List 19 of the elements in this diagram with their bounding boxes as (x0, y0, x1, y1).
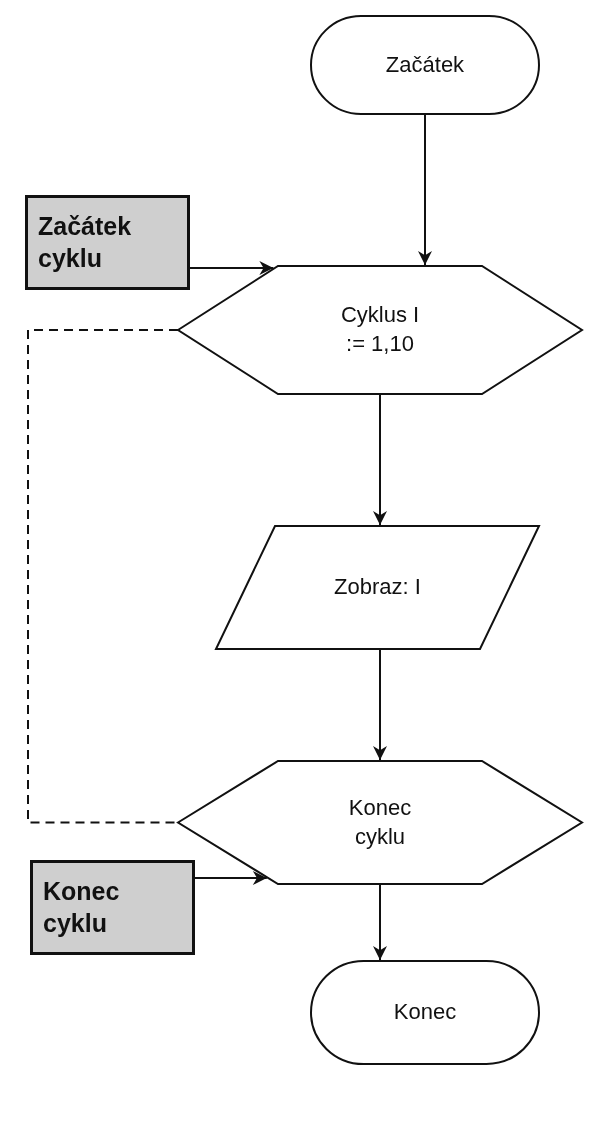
loop-hexagon (178, 760, 582, 885)
arrow (418, 114, 432, 266)
loop-hexagon (178, 265, 582, 395)
arrow (373, 649, 387, 761)
arrow (373, 884, 387, 961)
node-label: Cyklus I := 1,10 (339, 301, 421, 358)
node-label: Konec cyklu (347, 793, 413, 851)
annotation-box (30, 860, 195, 955)
arrow (194, 871, 268, 885)
arrow (189, 261, 275, 275)
dashed-connector (27, 329, 179, 824)
io-parallelogram (215, 525, 540, 650)
node-label: Konec (393, 998, 457, 1027)
node-label: Zobraz: I (334, 573, 421, 602)
node-label: Začátek (385, 50, 465, 79)
node-label: Začátek cyklu (38, 211, 133, 274)
arrow (373, 394, 387, 526)
annotation-box (25, 195, 190, 290)
node-label: Konec cyklu (43, 876, 121, 939)
